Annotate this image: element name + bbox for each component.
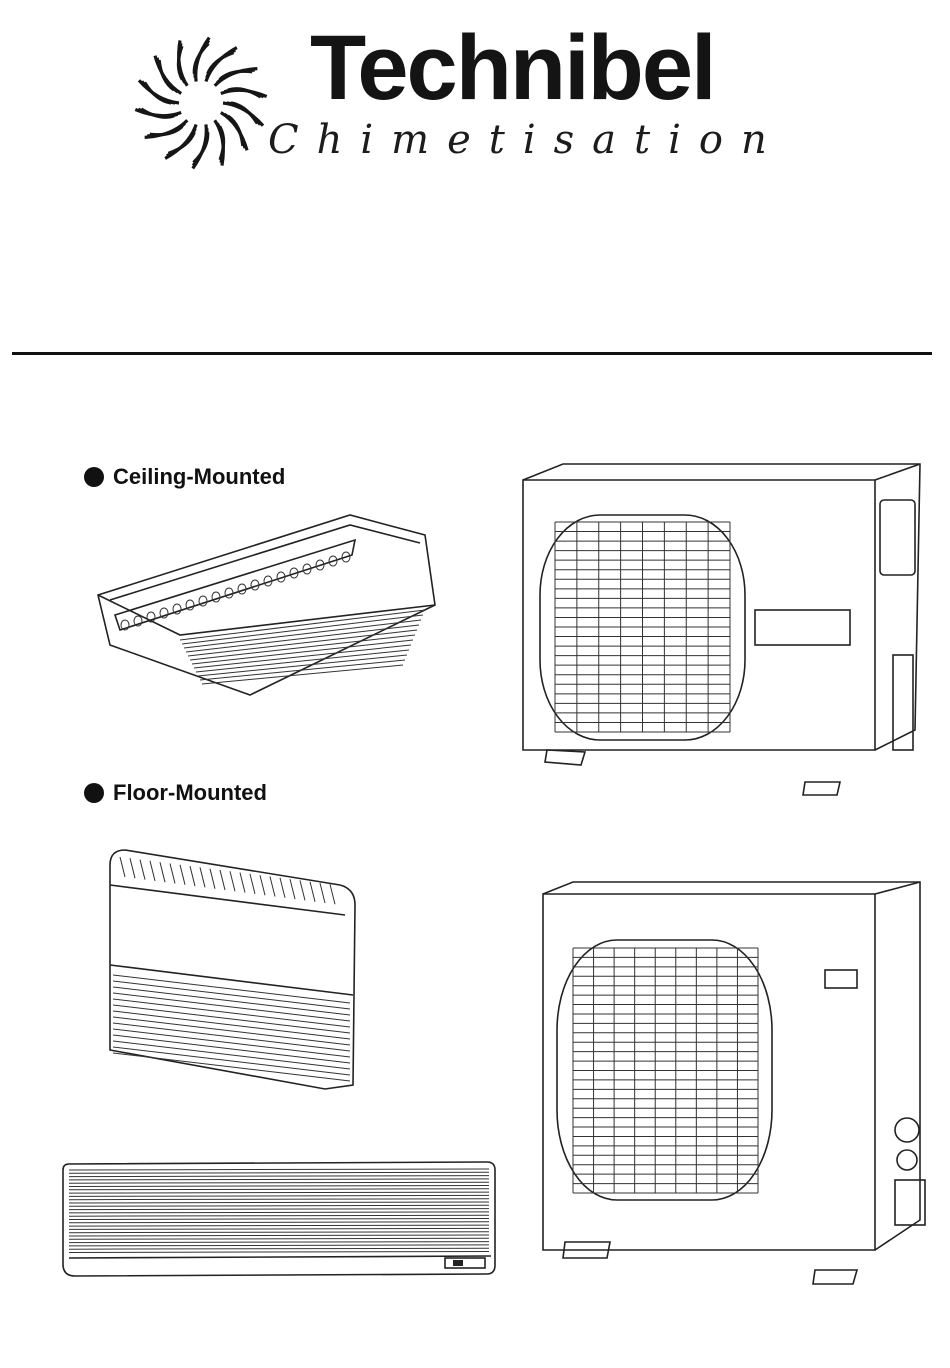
brand-tagline: Chimetisation: [268, 120, 785, 160]
header-divider: [12, 352, 932, 355]
section-label: Ceiling-Mounted: [113, 466, 285, 488]
section-label: Floor-Mounted: [113, 782, 267, 804]
technibel-logo-icon: [126, 28, 276, 178]
wall-mounted-unit-illustration: [55, 1160, 500, 1280]
bullet-icon: [84, 467, 104, 487]
section-floor-mounted: Floor-Mounted: [84, 782, 267, 804]
outdoor-unit-large-illustration: [515, 460, 935, 805]
brand-name: Technibel: [310, 22, 715, 114]
ceiling-mounted-unit-illustration: [90, 505, 445, 720]
floor-mounted-unit-illustration: [105, 845, 365, 1095]
section-ceiling-mounted: Ceiling-Mounted: [84, 466, 285, 488]
outdoor-unit-small-illustration: [535, 880, 940, 1290]
bullet-icon: [84, 783, 104, 803]
